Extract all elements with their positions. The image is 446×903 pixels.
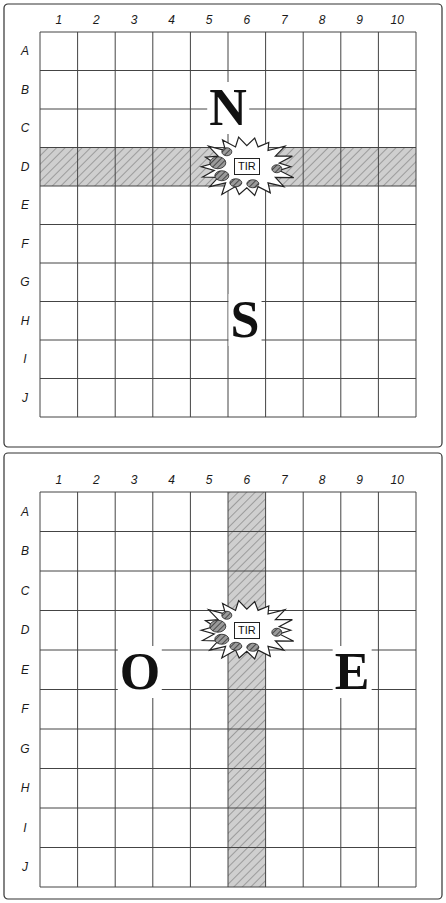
explosion-burst (201, 601, 293, 659)
grid-line (40, 768, 416, 769)
column-number: 5 (206, 14, 213, 26)
row-letter: A (21, 45, 29, 57)
row-letter: D (21, 161, 30, 173)
column-number: 3 (131, 14, 138, 26)
explosion-flame (272, 165, 282, 173)
panel-frame (4, 4, 442, 447)
grid-line (416, 32, 417, 417)
row-letter: B (21, 84, 29, 96)
row-letter: B (21, 545, 29, 557)
column-number: 5 (206, 474, 213, 486)
explosion-flame (222, 148, 232, 156)
grid-line (340, 32, 341, 417)
grid-line (265, 492, 266, 887)
explosion-flame (210, 620, 226, 632)
row-letter: J (22, 861, 28, 873)
row-letter: A (21, 506, 29, 518)
grid-line (40, 887, 416, 888)
explosion-flame (247, 180, 259, 188)
grid-line (303, 32, 304, 417)
compass-letter: E (333, 646, 372, 698)
grid-line (40, 224, 416, 225)
row-letter: E (21, 664, 29, 676)
compass-letter: S (229, 294, 262, 346)
column-number: 2 (93, 474, 100, 486)
compass-letter: N (207, 82, 249, 134)
column-number: 6 (243, 474, 250, 486)
row-letter: I (23, 353, 26, 365)
column-number: 6 (243, 14, 250, 26)
column-number: 10 (391, 474, 404, 486)
explosion-flame (210, 157, 226, 169)
grid-line (40, 263, 416, 264)
column-number: 1 (55, 474, 62, 486)
compass-letter: O (118, 646, 162, 698)
shot-text: TIR (238, 625, 256, 636)
row-letter: C (21, 585, 30, 597)
column-number: 4 (168, 14, 175, 26)
explosion-flame (215, 171, 229, 181)
row-letter: F (21, 703, 28, 715)
row-letter: C (21, 122, 30, 134)
row-letter: G (20, 743, 29, 755)
shot-box: TIR (234, 622, 260, 639)
shot-box: TIR (234, 158, 260, 175)
row-letter: E (21, 199, 29, 211)
grid-line (40, 729, 416, 730)
row-letter: G (20, 276, 29, 288)
explosion-flame (272, 628, 282, 636)
grid-line (40, 378, 416, 379)
column-number: 4 (168, 474, 175, 486)
grid-line (378, 492, 379, 887)
grid-line (40, 808, 416, 809)
row-letter: H (21, 782, 30, 794)
grid-line (40, 417, 416, 418)
column-number: 9 (356, 474, 363, 486)
grid-line (265, 32, 266, 417)
grid-line (416, 492, 417, 887)
column-number: 10 (391, 14, 404, 26)
row-letter: J (22, 392, 28, 404)
column-number: 1 (55, 14, 62, 26)
column-number: 3 (131, 474, 138, 486)
explosion-flame (222, 611, 232, 619)
explosion-burst (201, 137, 293, 195)
row-letter: I (23, 822, 26, 834)
row-letter: H (21, 315, 30, 327)
column-number: 9 (356, 14, 363, 26)
explosion-flame (215, 634, 229, 644)
column-number: 7 (281, 474, 288, 486)
explosion-flame (247, 643, 259, 651)
column-number: 8 (319, 474, 326, 486)
grid-line (40, 847, 416, 848)
row-letter: D (21, 624, 30, 636)
row-letter: F (21, 238, 28, 250)
shot-text: TIR (238, 161, 256, 172)
panel-frame (4, 453, 442, 899)
column-number: 8 (319, 14, 326, 26)
column-number: 7 (281, 14, 288, 26)
column-number: 2 (93, 14, 100, 26)
grid-line (378, 32, 379, 417)
grid-line (303, 492, 304, 887)
explosion-flame (230, 642, 242, 650)
explosion-flame (230, 179, 242, 187)
